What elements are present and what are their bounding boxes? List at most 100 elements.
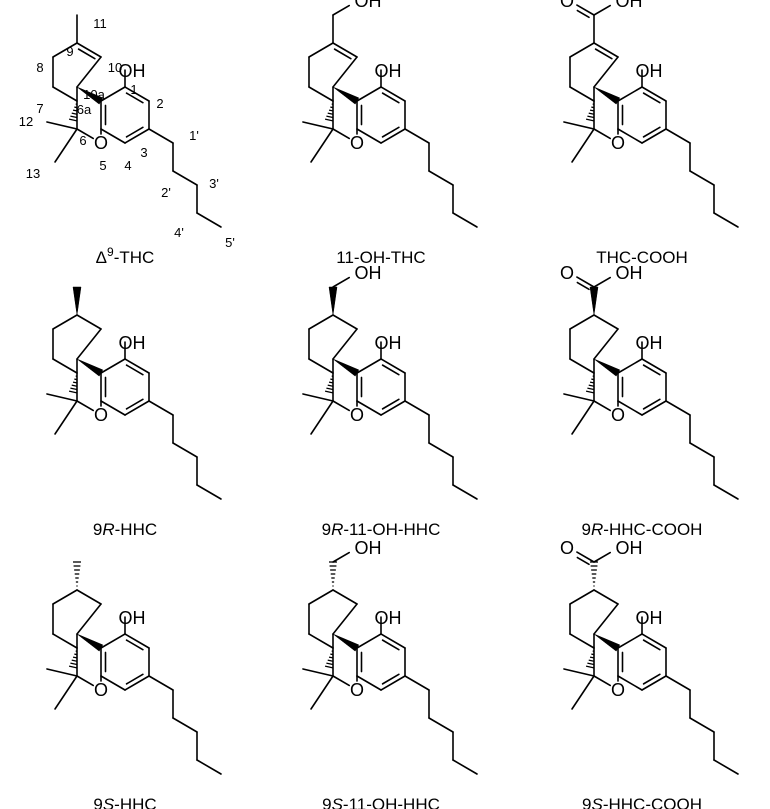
hashed-bond-c9-c11	[329, 561, 337, 587]
phenol-hydroxyl-label: OH	[375, 608, 402, 628]
caption-text: 9	[322, 520, 331, 539]
double-bond-c-o	[576, 556, 590, 566]
caption-text-suffix: -HHC	[115, 520, 158, 539]
bond-c6-c12	[302, 668, 334, 677]
wedge-bond-c10a-c10b	[593, 633, 621, 652]
bond-c2p-c3p	[172, 170, 198, 186]
bond-c6-c13	[571, 400, 595, 435]
caption-text: 9	[322, 795, 331, 809]
bond-c3-c1p	[404, 675, 430, 691]
atom-number: 13	[26, 166, 40, 181]
hashed-bond-c6a-h	[68, 375, 78, 394]
bond-c10b-c1	[100, 86, 126, 102]
bond-c2p-c3p	[428, 170, 454, 186]
wedge-bond-c9-c11	[589, 286, 599, 316]
double-bond-c1-c2	[125, 364, 144, 376]
bond-c6-c12	[302, 393, 334, 402]
bond-c2p-c3p	[172, 717, 198, 733]
bond-c10a-c10	[332, 328, 358, 360]
bond-c3-c4	[641, 675, 667, 691]
bond-c7-c6a	[52, 633, 78, 649]
atom-number: 9	[66, 44, 73, 59]
wedge-bond-c9-c11	[328, 286, 338, 316]
double-bond-c3-c4	[381, 398, 400, 410]
bond-c10b-c1	[356, 358, 382, 374]
hashed-bond-c9-c11	[73, 561, 81, 587]
bond-c10b-c1	[617, 633, 643, 649]
bond-c6-o5	[593, 675, 612, 687]
structure-caption: 9S-HHC-COOH	[582, 795, 702, 809]
atom-number: 10a	[83, 87, 105, 102]
bond-c6-c12	[563, 121, 595, 130]
bond-c11-oh	[593, 551, 612, 563]
phenol-hydroxyl-label: OH	[375, 333, 402, 353]
caption-superscript: 9	[107, 245, 114, 259]
caption-stereo-descriptor: R	[102, 520, 114, 539]
phenol-hydroxyl-label: OH	[636, 608, 663, 628]
bond-c3-c4	[380, 128, 406, 144]
carbonyl-oxygen-label: O	[560, 263, 574, 283]
bond-c9-c8	[569, 314, 595, 330]
bond-c6-c13	[54, 400, 78, 435]
bond-c7-c6a	[569, 86, 595, 102]
bond-c10a-c10	[332, 603, 358, 635]
caption-text-suffix: -HHC	[114, 795, 157, 809]
atom-number: 12	[19, 114, 33, 129]
bond-c7-c6a	[569, 633, 595, 649]
bond-c2p-c3p	[689, 170, 715, 186]
atom-number: 4	[124, 158, 131, 173]
bond-c10a-c10	[332, 56, 358, 88]
bond-c4p-c5p	[196, 484, 222, 500]
bond-c9-c8	[569, 42, 595, 58]
bond-c3-c1p	[665, 675, 691, 691]
wedge-bond-c10a-c10b	[76, 86, 104, 105]
bond-c11-o-double	[576, 4, 595, 16]
caption-text-suffix: -HHC-COOH	[603, 520, 702, 539]
double-bond-c1-c2	[381, 364, 400, 376]
bond-c6-o5	[332, 128, 351, 140]
bond-c11-oh	[593, 276, 612, 288]
wedge-bond-c10a-c10b	[593, 358, 621, 377]
bond-c7-c6a	[569, 358, 595, 374]
caption-stereo-descriptor: S	[103, 795, 115, 809]
bond-c10-c9	[332, 42, 358, 58]
bond-c3-c1p	[665, 128, 691, 144]
bond-c1-c2	[641, 86, 667, 102]
caption-text: 9	[93, 520, 102, 539]
double-bond-c3-c4	[125, 673, 144, 685]
bond-c9-c8	[308, 589, 334, 605]
atom-number: 2'	[161, 185, 171, 200]
bond-c10-c9	[332, 314, 358, 330]
hydroxyl-label: OH	[355, 263, 382, 283]
caption-stereo-descriptor: R	[331, 520, 343, 539]
bond-c10b-c1	[617, 86, 643, 102]
phenol-hydroxyl-label: OH	[119, 608, 146, 628]
hashed-bond-c6a-h	[68, 103, 78, 122]
bond-c10b-c1	[100, 358, 126, 374]
acid-hydroxyl-label: OH	[616, 263, 643, 283]
atom-number: 3'	[209, 176, 219, 191]
bond-c6-o5	[76, 400, 95, 412]
bond-c7-c6a	[308, 86, 334, 102]
atom-number: 10	[108, 60, 122, 75]
ring-oxygen-label: O	[94, 405, 108, 425]
bond-c7-c6a	[308, 633, 334, 649]
bond-c11-o-double	[576, 551, 595, 563]
bond-c1-c2	[380, 358, 406, 374]
bond-c11-oh	[332, 4, 351, 16]
hashed-bond-c6a-h	[324, 103, 334, 122]
structure-caption: 9R-11-OH-HHC	[322, 520, 441, 539]
bond-c6-c12	[46, 121, 78, 130]
bond-c6-c13	[54, 128, 78, 163]
bond-c3-c4	[641, 128, 667, 144]
bond-c3-c4	[641, 400, 667, 416]
ring-oxygen-label: O	[611, 405, 625, 425]
bond-c11-oh	[332, 276, 351, 288]
caption-text: 9	[93, 795, 102, 809]
carbonyl-oxygen-label: O	[560, 538, 574, 558]
double-bond-c3-c4	[381, 126, 400, 138]
